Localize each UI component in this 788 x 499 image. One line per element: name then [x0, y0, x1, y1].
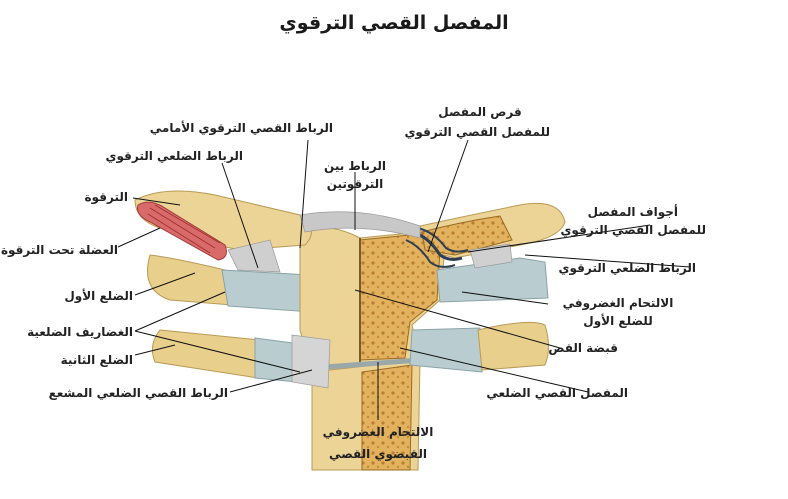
label-costoclavicular-ligament-right: الرباط الضلعي الترقوي — [558, 261, 696, 275]
label-synchondrosis-first-rib-2: للضلع الأول — [583, 314, 653, 328]
label-interclavicular-ligament-2: الترقوتين — [326, 177, 384, 191]
label-first-rib: الضلع الأول — [64, 289, 133, 303]
subclavius-muscle — [137, 201, 227, 261]
label-joint-cavities-2: للمفصل القصي الترقوي — [560, 223, 706, 237]
label-costal-cartilages: الغضاريف الضلعية — [27, 325, 133, 339]
label-second-rib: الضلع الثانية — [60, 353, 133, 367]
label-radiate-sternocostal-ligament: الرباط القصي الضلعي المشعع — [48, 386, 228, 400]
label-articular-disc-2: للمفصل القصي الترقوي — [404, 125, 550, 139]
left-clavicle — [134, 190, 312, 251]
label-articular-disc-1: قرص المفصل — [438, 105, 522, 119]
radiate-sternocostal-ligament — [291, 334, 331, 389]
right-second-rib — [477, 321, 549, 371]
label-costoclavicular-ligament: الرباط الضلعي الترقوي — [105, 149, 243, 163]
joint-cavity-upper — [405, 239, 456, 268]
sternum-body-section — [361, 364, 413, 471]
label-manubrium: قبضة القص — [548, 341, 618, 355]
joint-cavity-lower — [417, 227, 469, 253]
subclavius-striations — [147, 204, 221, 254]
label-clavicle: الترقوة — [84, 190, 128, 204]
label-manubriosternal-synchondrosis-2: القبضوي القصي — [329, 447, 427, 461]
label-subclavius: العضلة تحت الترقوة — [0, 243, 118, 257]
second-rib — [151, 329, 261, 379]
leader-lines — [117, 139, 691, 420]
label-sternocostal-joint: المفصل القصي الضلعي — [486, 386, 628, 400]
label-joint-cavities-1: أجواف المفصل — [587, 205, 678, 219]
label-synchondrosis-first-rib-1: الالتحام الغضروفي — [562, 296, 674, 310]
manubriosternal-line — [311, 357, 421, 371]
label-manubriosternal-synchondrosis-1: الالتحام الغضروفي — [322, 425, 434, 439]
label-anterior-sternoclavicular-ligament: الرباط القصي الترقوي الأمامي — [149, 121, 333, 135]
label-interclavicular-ligament-1: الرباط بين — [324, 159, 386, 173]
right-second-costal-cartilage — [409, 327, 483, 373]
first-costal-cartilage — [221, 269, 313, 313]
first-rib — [147, 254, 233, 306]
interclavicular-ligament — [299, 211, 421, 239]
articular-disc — [411, 230, 463, 261]
